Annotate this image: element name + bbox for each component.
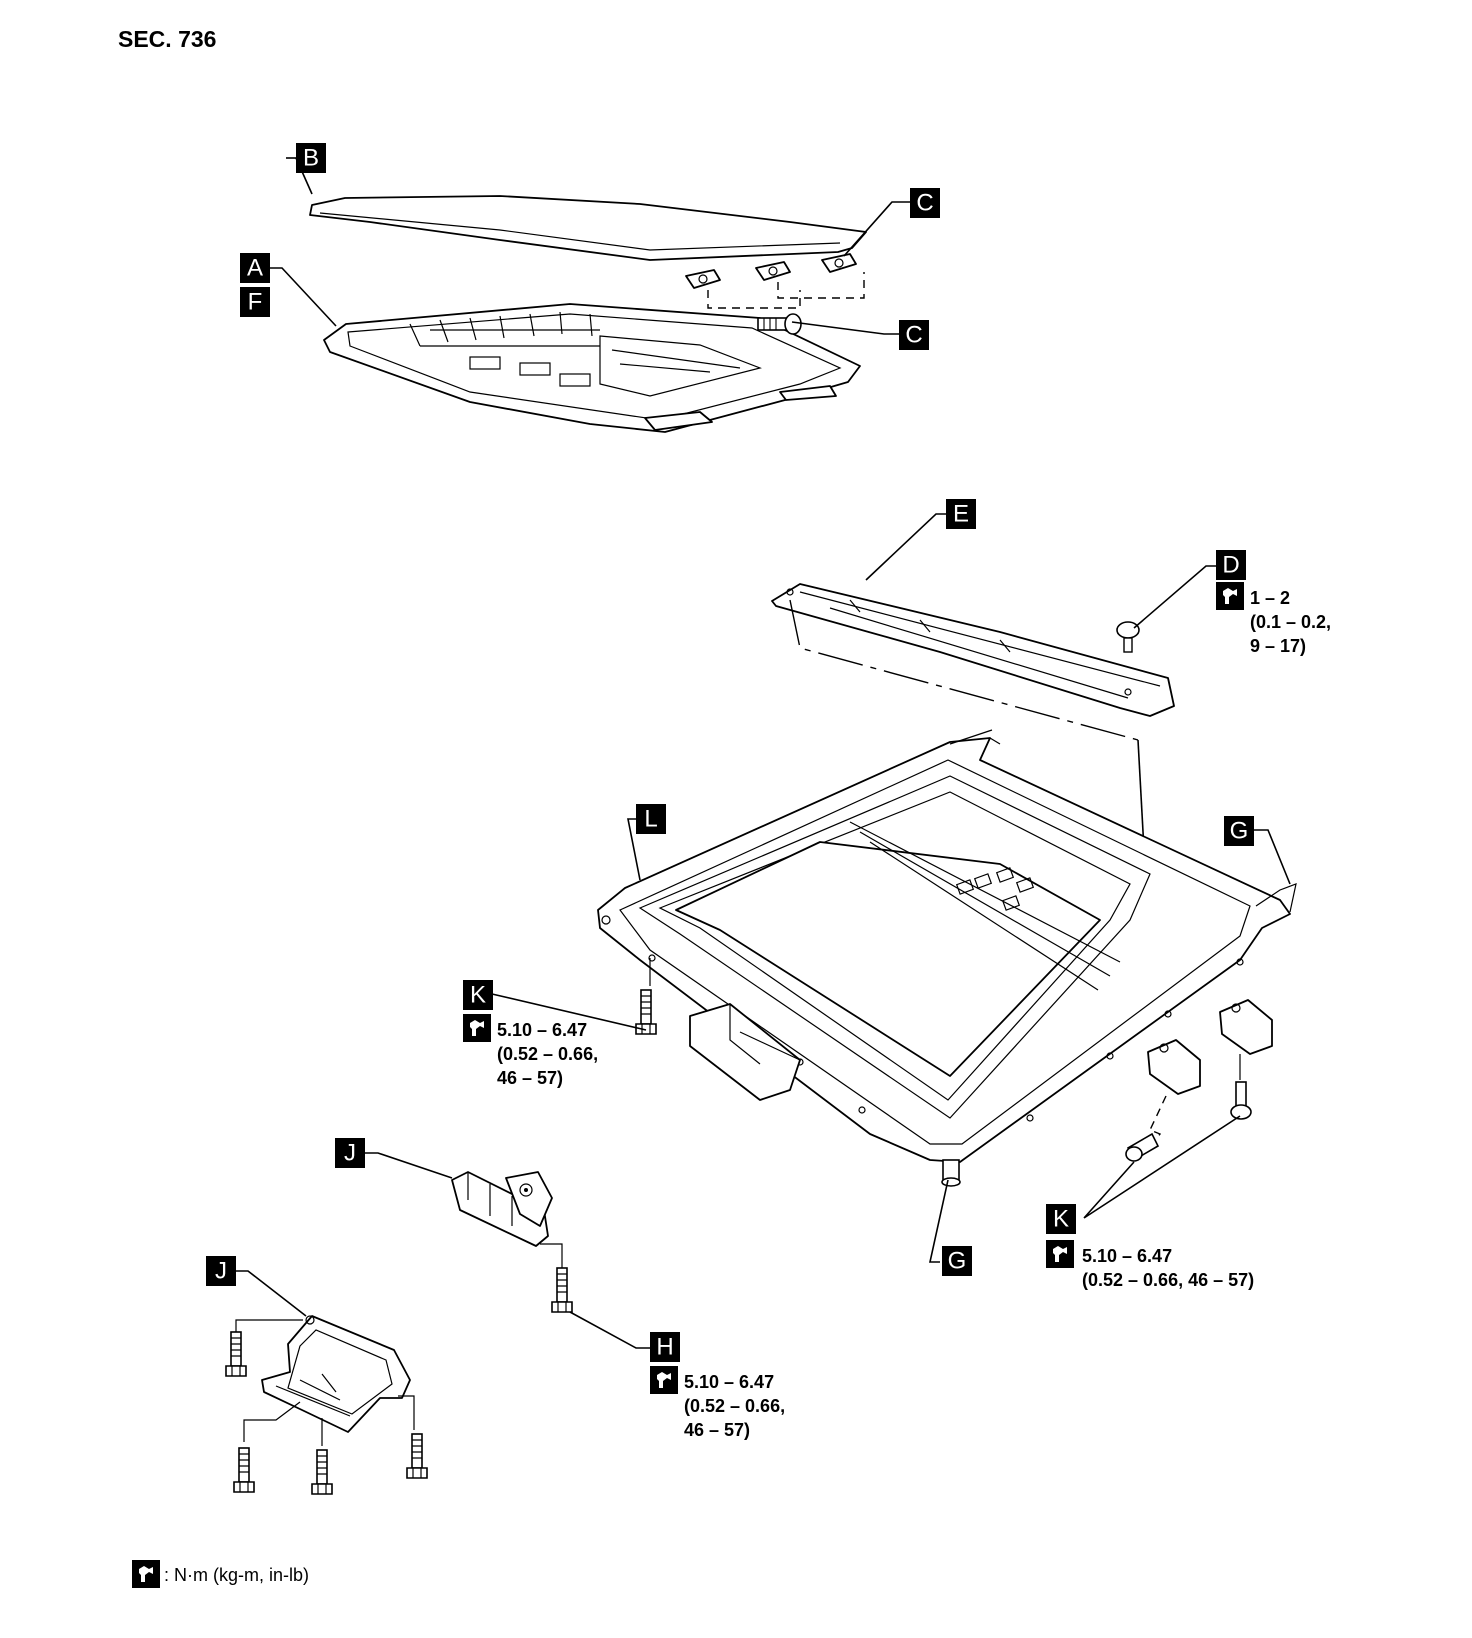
svg-text:5.10 – 6.47: 5.10 – 6.47 (684, 1372, 774, 1392)
rail-bracket-2 (1219, 999, 1273, 1055)
svg-text:B: B (303, 145, 319, 172)
callout-g-right: G (1224, 816, 1254, 846)
torque-h: 5.10 – 6.47 (0.52 – 0.66, 46 – 57) (650, 1366, 785, 1440)
legend: : N·m (kg-m, in-lb) (132, 1560, 309, 1588)
lid-bracket-left (685, 269, 721, 289)
bracket-bolt-3 (311, 1449, 333, 1495)
callout-e: E (946, 499, 976, 529)
svg-text:C: C (916, 190, 933, 217)
svg-text:(0.52 – 0.66,: (0.52 – 0.66, (684, 1396, 785, 1416)
svg-text:K: K (1053, 1206, 1069, 1233)
svg-text:D: D (1222, 552, 1239, 579)
callout-f: F (240, 287, 270, 317)
svg-text:H: H (656, 1334, 673, 1361)
rail-bracket-screw-1 (1125, 1132, 1160, 1162)
drain-box (689, 1003, 801, 1101)
wind-deflector (771, 583, 1175, 717)
callout-a: A (240, 253, 270, 283)
motor-mount-bolt (551, 1267, 573, 1313)
callout-j-bracket: J (206, 1256, 236, 1286)
sunshade-panel (323, 303, 861, 433)
torque-wrench-icon (1216, 582, 1244, 610)
torque-wrench-icon (132, 1560, 160, 1588)
callout-g-bottom: G (942, 1246, 972, 1276)
rail-bracket-1 (1147, 1039, 1201, 1095)
svg-text:K: K (470, 982, 486, 1009)
callout-c-bottom: C (899, 320, 929, 350)
sunroof-lid (309, 195, 867, 261)
svg-text:E: E (953, 501, 969, 528)
svg-text:C: C (905, 322, 922, 349)
frame-bolt (635, 989, 657, 1035)
svg-text:F: F (248, 289, 263, 316)
svg-text:J: J (215, 1258, 227, 1285)
section-title: SEC. 736 (118, 26, 216, 52)
svg-text:46 – 57): 46 – 57) (684, 1420, 750, 1440)
bracket-bolt-2 (233, 1447, 255, 1493)
svg-text:1 – 2: 1 – 2 (1250, 588, 1290, 608)
torque-wrench-icon (650, 1366, 678, 1394)
torque-wrench-icon (1046, 1240, 1074, 1268)
deflector-screw (1116, 621, 1140, 653)
callout-d: D (1216, 550, 1246, 580)
svg-text:: N·m (kg-m, in-lb): : N·m (kg-m, in-lb) (164, 1565, 309, 1585)
sunroof-motor (451, 1171, 553, 1247)
svg-text:5.10 – 6.47: 5.10 – 6.47 (1082, 1246, 1172, 1266)
callout-b: B (296, 143, 326, 173)
torque-k-left: 5.10 – 6.47 (0.52 – 0.66, 46 – 57) (463, 1014, 598, 1088)
callout-k-left: K (463, 980, 493, 1010)
callout-h: H (650, 1332, 680, 1362)
callout-k-right: K (1046, 1204, 1076, 1234)
rail-bracket-screw-2 (1230, 1081, 1252, 1120)
torque-d: 1 – 2 (0.1 – 0.2, 9 – 17) (1216, 582, 1331, 656)
callout-j-motor: J (335, 1138, 365, 1168)
lid-bracket-center (755, 261, 791, 281)
callout-l: L (636, 804, 666, 834)
motor-bracket (261, 1315, 411, 1433)
svg-text:G: G (1230, 818, 1249, 845)
bracket-bolt-4 (406, 1433, 428, 1479)
svg-text:G: G (948, 1248, 967, 1275)
bracket-bolt-1 (225, 1331, 247, 1377)
rear-drain-nozzle (941, 1159, 961, 1187)
svg-text:(0.52 – 0.66, 46 – 57): (0.52 – 0.66, 46 – 57) (1082, 1270, 1254, 1290)
svg-text:(0.52 – 0.66,: (0.52 – 0.66, (497, 1044, 598, 1064)
svg-text:L: L (644, 806, 657, 833)
torque-k-right: 5.10 – 6.47 (0.52 – 0.66, 46 – 57) (1046, 1240, 1254, 1290)
lid-bracket-right (821, 253, 857, 273)
svg-text:5.10 – 6.47: 5.10 – 6.47 (497, 1020, 587, 1040)
sunroof-frame (597, 729, 1297, 1163)
svg-text:A: A (247, 255, 263, 282)
lid-screw (757, 313, 802, 335)
svg-text:9 – 17): 9 – 17) (1250, 636, 1306, 656)
svg-text:J: J (344, 1140, 356, 1167)
svg-text:46 – 57): 46 – 57) (497, 1068, 563, 1088)
callout-c-top: C (910, 188, 940, 218)
torque-wrench-icon (463, 1014, 491, 1042)
svg-text:(0.1 – 0.2,: (0.1 – 0.2, (1250, 612, 1331, 632)
